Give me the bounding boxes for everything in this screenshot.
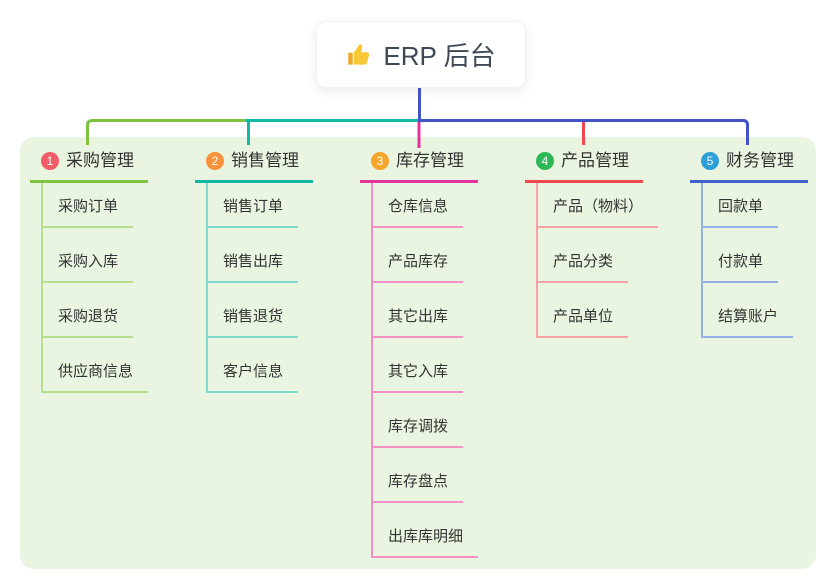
mindmap-node[interactable]: 产品分类 — [538, 252, 629, 283]
mindmap-node[interactable]: 供应商信息 — [43, 362, 149, 393]
branch-finance: 5 财务管理 回款单 付款单 结算账户 — [690, 150, 808, 338]
branch-header-sales[interactable]: 2 销售管理 — [195, 150, 313, 183]
branch-inventory: 3 库存管理 仓库信息 产品库存 其它出库 其它入库 库存调拨 库存盘点 出库库… — [360, 150, 479, 558]
branch-label: 库存管理 — [396, 151, 464, 170]
mindmap-node[interactable]: 出库库明细 — [373, 527, 479, 558]
branch-label: 销售管理 — [231, 151, 299, 170]
branch-purchase: 1 采购管理 采购订单 采购入库 采购退货 供应商信息 — [30, 150, 149, 393]
root-node-erp[interactable]: ERP 后台 — [316, 21, 526, 88]
mindmap-node[interactable]: 库存调拨 — [373, 417, 464, 448]
mindmap-node[interactable]: 产品库存 — [373, 252, 464, 283]
branch-label: 财务管理 — [726, 151, 794, 170]
branch-items: 仓库信息 产品库存 其它出库 其它入库 库存调拨 库存盘点 出库库明细 — [371, 183, 479, 558]
mindmap-node[interactable]: 库存盘点 — [373, 472, 464, 503]
branch-items: 回款单 付款单 结算账户 — [701, 183, 808, 338]
branch-items: 产品（物料） 产品分类 产品单位 — [536, 183, 659, 338]
branches-panel — [20, 137, 816, 569]
mindmap-node[interactable]: 采购入库 — [43, 252, 134, 283]
mindmap-node[interactable]: 付款单 — [703, 252, 779, 283]
mindmap-node[interactable]: 销售出库 — [208, 252, 299, 283]
branch-header-product[interactable]: 4 产品管理 — [525, 150, 643, 183]
mindmap-node[interactable]: 结算账户 — [703, 307, 794, 338]
branch-number-badge: 4 — [536, 152, 554, 170]
root-node-label: ERP 后台 — [383, 41, 496, 71]
mindmap-node[interactable]: 回款单 — [703, 197, 779, 228]
thumbs-up-icon — [346, 41, 373, 68]
branch-sales: 2 销售管理 销售订单 销售出库 销售退货 客户信息 — [195, 150, 313, 393]
branch-number-badge: 1 — [41, 152, 59, 170]
branch-header-inventory[interactable]: 3 库存管理 — [360, 150, 478, 183]
mindmap-node[interactable]: 客户信息 — [208, 362, 299, 393]
mindmap-node[interactable]: 产品（物料） — [538, 197, 659, 228]
mindmap-node[interactable]: 仓库信息 — [373, 197, 464, 228]
branch-number-badge: 3 — [371, 152, 389, 170]
branch-header-finance[interactable]: 5 财务管理 — [690, 150, 808, 183]
branch-number-badge: 5 — [701, 152, 719, 170]
branch-header-purchase[interactable]: 1 采购管理 — [30, 150, 148, 183]
branch-label: 产品管理 — [561, 151, 629, 170]
branch-items: 采购订单 采购入库 采购退货 供应商信息 — [41, 183, 149, 393]
mindmap-node[interactable]: 采购订单 — [43, 197, 134, 228]
mindmap-node[interactable]: 其它入库 — [373, 362, 464, 393]
mindmap-node[interactable]: 其它出库 — [373, 307, 464, 338]
mindmap-node[interactable]: 产品单位 — [538, 307, 629, 338]
mindmap-node[interactable]: 销售订单 — [208, 197, 299, 228]
branch-items: 销售订单 销售出库 销售退货 客户信息 — [206, 183, 313, 393]
mindmap-node[interactable]: 采购退货 — [43, 307, 134, 338]
mindmap-node[interactable]: 销售退货 — [208, 307, 299, 338]
branch-product: 4 产品管理 产品（物料） 产品分类 产品单位 — [525, 150, 659, 338]
branch-number-badge: 2 — [206, 152, 224, 170]
branch-label: 采购管理 — [66, 151, 134, 170]
